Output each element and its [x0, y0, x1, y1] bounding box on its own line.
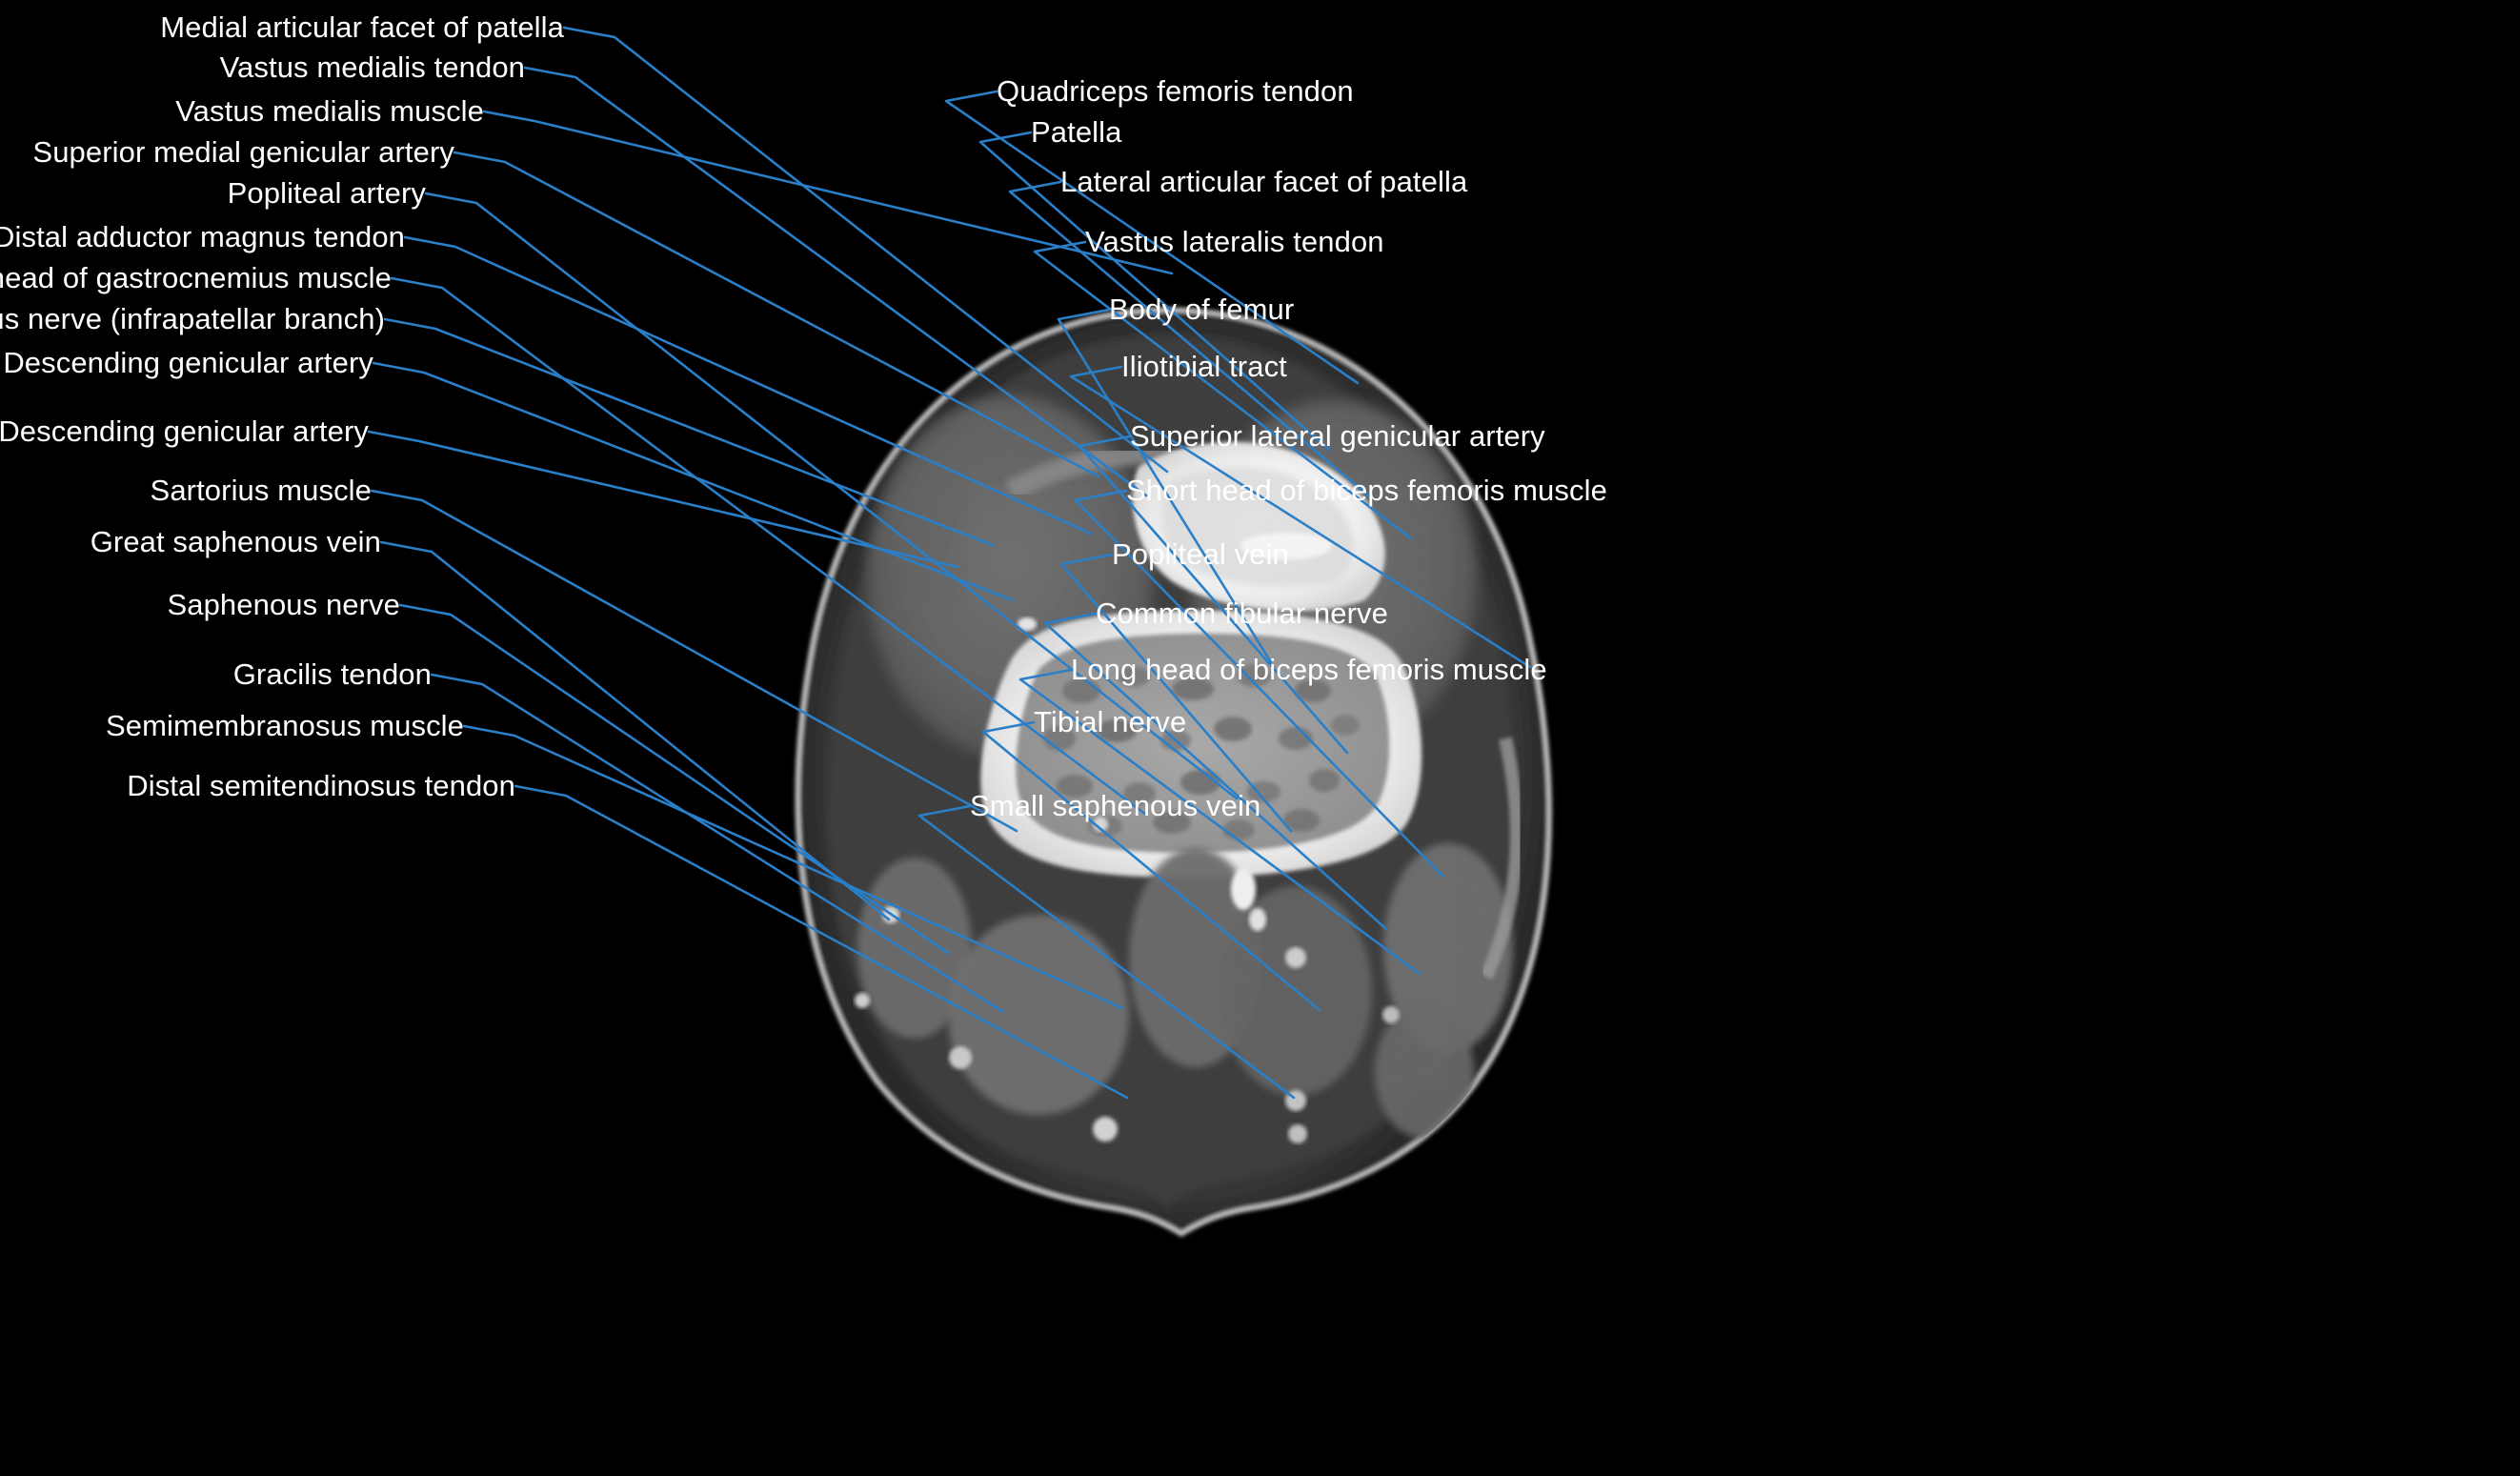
label-lateral-articular-facet-of-patella[interactable]: Lateral articular facet of patella [1060, 165, 1468, 198]
label-descending-genicular-artery-2[interactable]: Descending genicular artery [0, 414, 369, 448]
label-common-fibular-nerve[interactable]: Common fibular nerve [1096, 596, 1388, 630]
label-vastus-lateralis-tendon[interactable]: Vastus lateralis tendon [1085, 225, 1384, 258]
label-iliotibial-tract[interactable]: Iliotibial tract [1121, 350, 1287, 383]
label-long-head-of-biceps-femoris-muscle[interactable]: Long head of biceps femoris muscle [1071, 653, 1547, 686]
label-tibial-nerve[interactable]: Tibial nerve [1034, 705, 1187, 738]
label-semimembranosus-muscle[interactable]: Semimembranosus muscle [105, 709, 464, 742]
label-superior-lateral-genicular-artery[interactable]: Superior lateral genicular artery [1130, 419, 1545, 453]
label-popliteal-vein[interactable]: Popliteal vein [1112, 537, 1289, 571]
label-body-of-femur[interactable]: Body of femur [1109, 293, 1295, 326]
label-sartorius-muscle[interactable]: Sartorius muscle [150, 474, 372, 507]
label-medial-head-of-gastrocnemius-muscle[interactable]: Medial head of gastrocnemius muscle [0, 261, 392, 294]
label-distal-semitendinosus-tendon[interactable]: Distal semitendinosus tendon [127, 769, 515, 802]
label-gracilis-tendon[interactable]: Gracilis tendon [232, 657, 432, 691]
label-popliteal-artery[interactable]: Popliteal artery [227, 176, 426, 210]
label-small-saphenous-vein[interactable]: Small saphenous vein [970, 789, 1261, 822]
label-distal-adductor-magnus-tendon[interactable]: Distal adductor magnus tendon [0, 220, 405, 253]
label-short-head-of-biceps-femoris-muscle[interactable]: Short head of biceps femoris muscle [1126, 474, 1607, 507]
label-quadriceps-femoris-tendon[interactable]: Quadriceps femoris tendon [997, 74, 1354, 108]
label-saphenous-nerve[interactable]: Saphenous nerve [167, 588, 400, 621]
label-great-saphenous-vein[interactable]: Great saphenous vein [90, 525, 381, 558]
label-saphenous-nerve-infrapatellar-branch[interactable]: Saphenous nerve (infrapatellar branch) [0, 302, 385, 335]
label-patella[interactable]: Patella [1031, 115, 1122, 149]
label-superior-medial-genicular-artery[interactable]: Superior medial genicular artery [32, 135, 454, 169]
label-vastus-medialis-muscle[interactable]: Vastus medialis muscle [175, 94, 484, 128]
label-descending-genicular-artery-1[interactable]: Descending genicular artery [3, 346, 373, 379]
label-medial-articular-facet-of-patella[interactable]: Medial articular facet of patella [160, 10, 564, 44]
label-vastus-medialis-tendon[interactable]: Vastus medialis tendon [219, 51, 525, 84]
